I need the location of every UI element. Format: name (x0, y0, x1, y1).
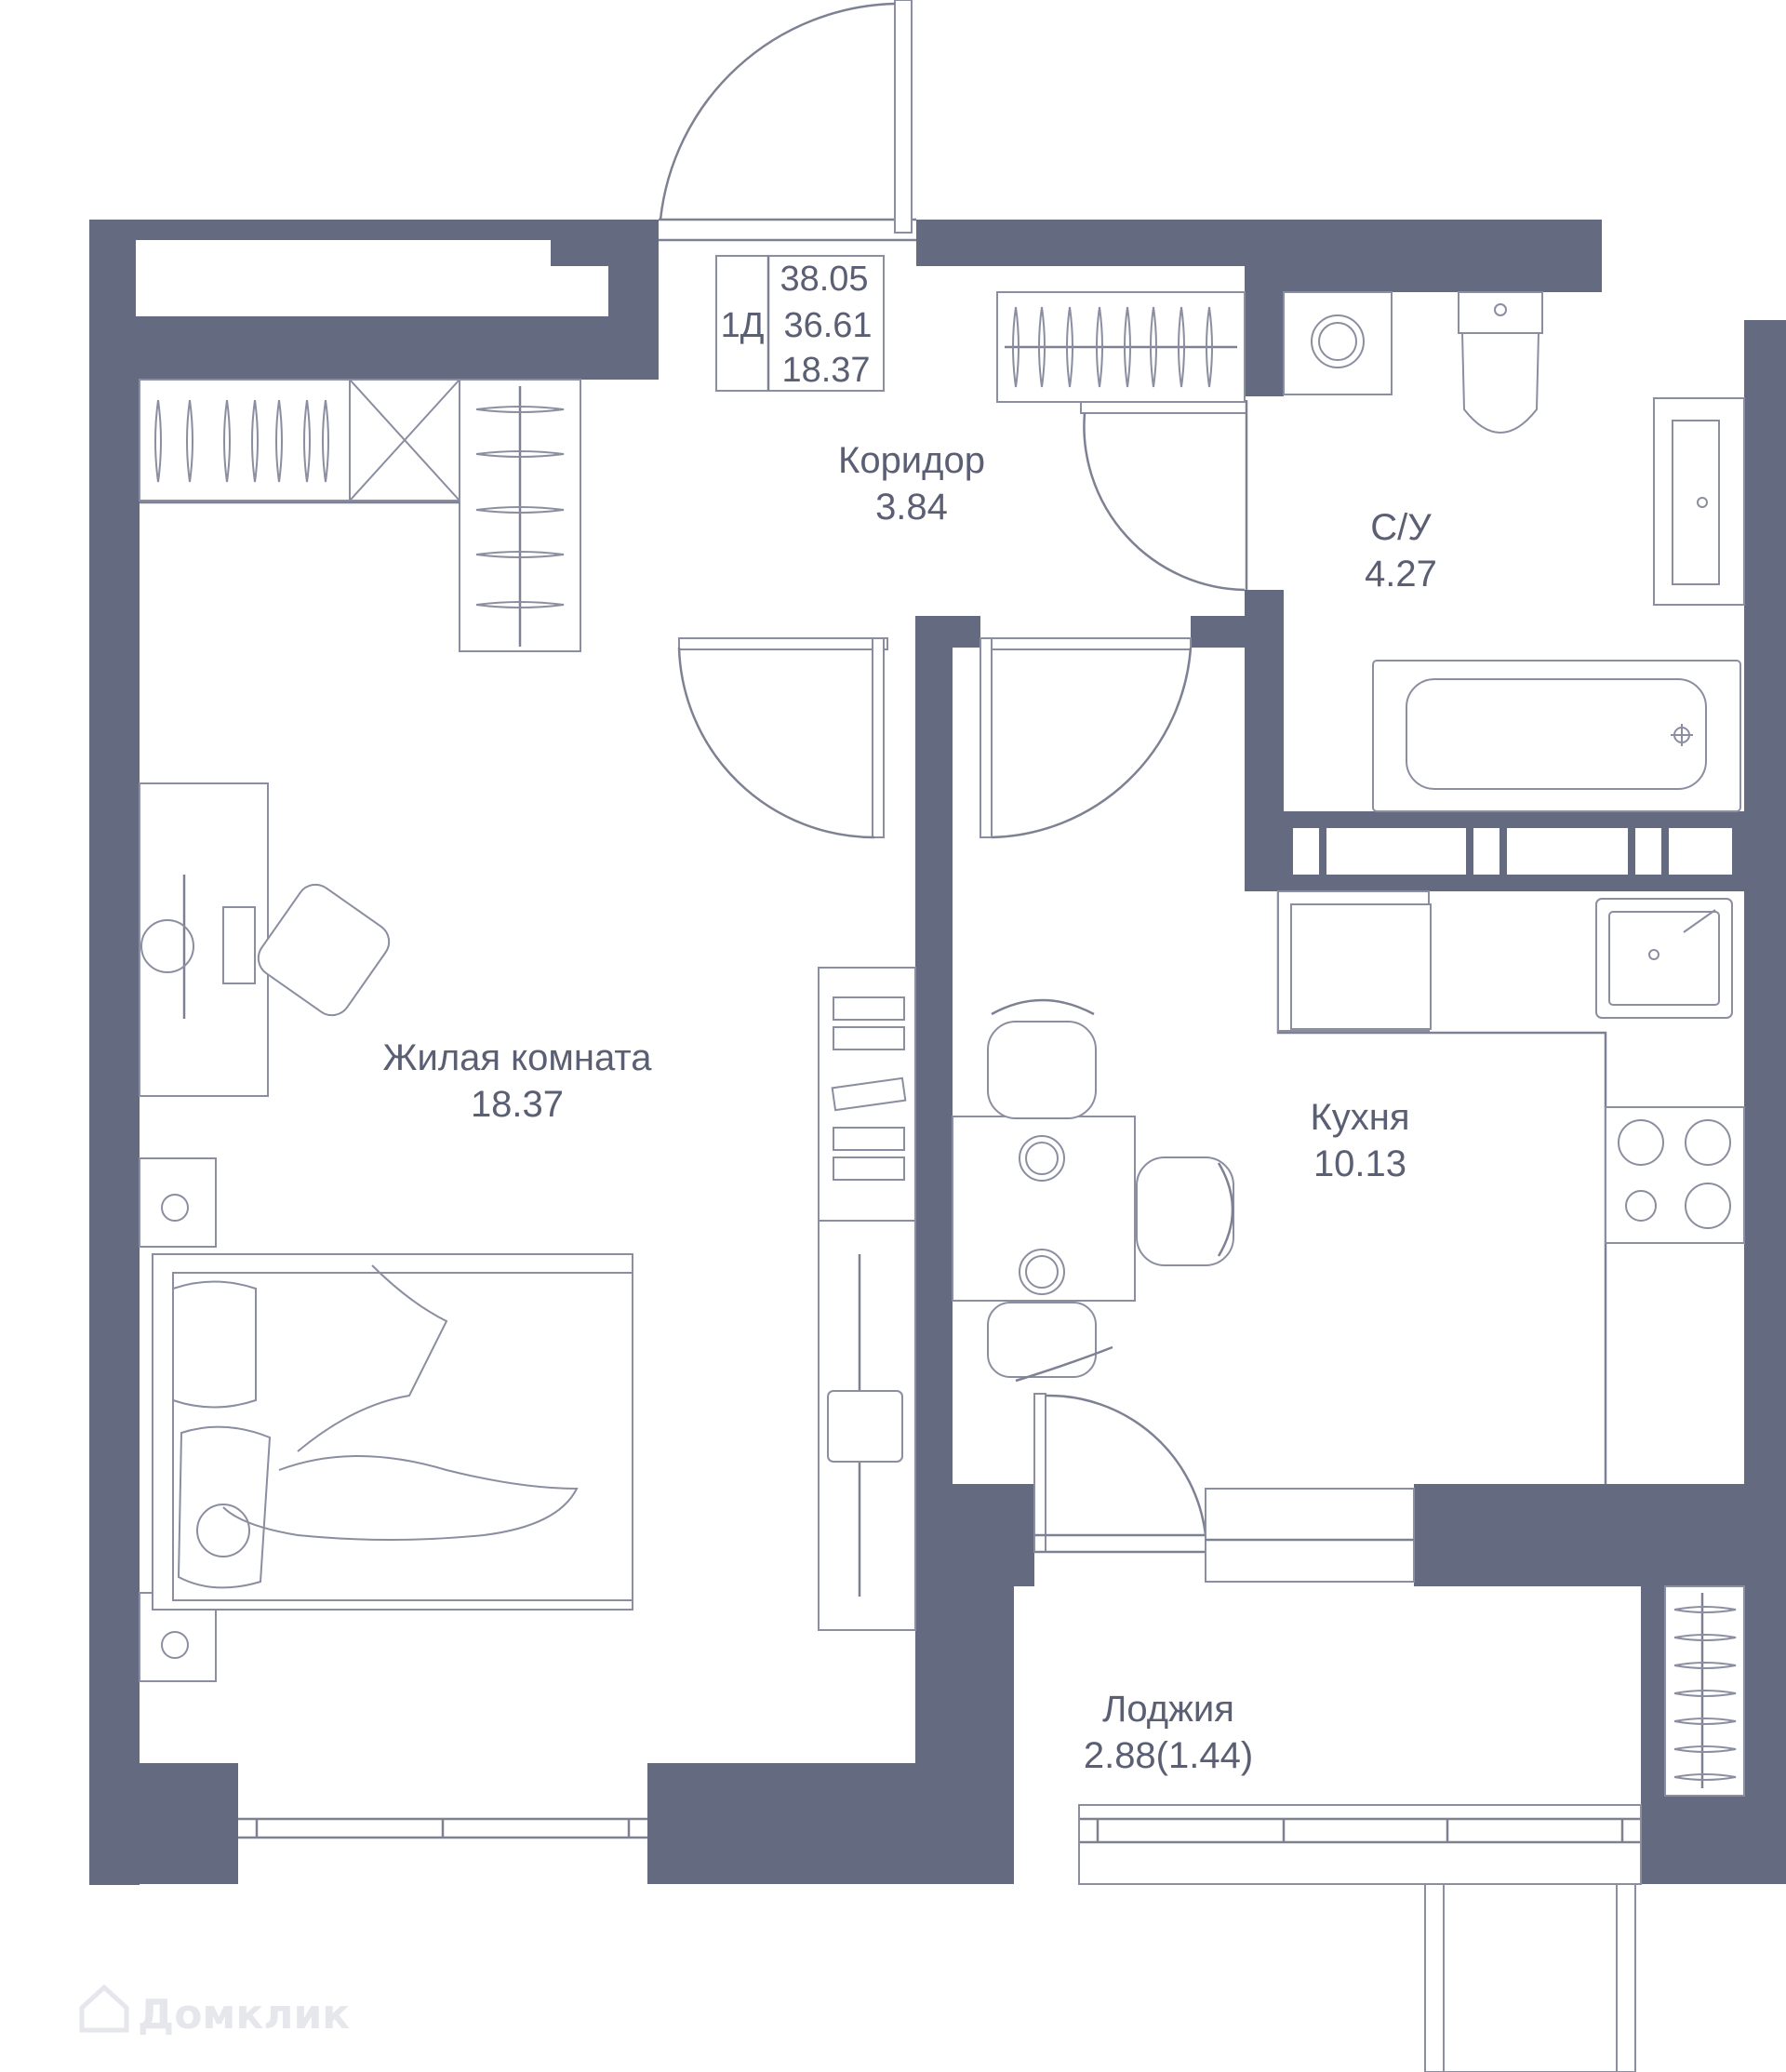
hanger-icon (1150, 306, 1157, 388)
doors (659, 0, 1415, 1583)
apartment-info-table: 1Д 38.05 36.61 18.37 (715, 255, 885, 392)
hanger-icon (154, 399, 162, 483)
hanger-icon (186, 399, 193, 483)
hangers (154, 306, 1737, 1781)
hanger-icon (1066, 306, 1073, 388)
hanger-icon (303, 399, 311, 483)
bathroom-area: 4.27 (1365, 554, 1437, 595)
hanger-icon (475, 551, 565, 558)
hanger-icon (1178, 306, 1185, 388)
room-labels: Коридор 3.84 С/У 4.27 Жилая комната 18.3… (383, 440, 1437, 1776)
house-icon (79, 1984, 129, 2033)
hanger-icon (1124, 306, 1131, 388)
loggia-name: Лоджия (1102, 1689, 1234, 1730)
kitchen-furniture (1276, 890, 1745, 1484)
hanger-icon (1673, 1745, 1737, 1753)
hanger-icon (1038, 306, 1046, 388)
kitchen-name: Кухня (1310, 1097, 1409, 1138)
bathroom-name: С/У (1370, 507, 1432, 548)
hanger-icon (475, 406, 565, 413)
living-wardrobe (139, 379, 581, 652)
apartment-type: 1Д (721, 306, 765, 345)
hanger-icon (1096, 306, 1103, 388)
shelving-unit (818, 967, 916, 1631)
window-living (238, 1763, 647, 1884)
hanger-icon (1012, 306, 1020, 388)
loggia-exit-frame (1424, 1883, 1636, 2072)
bed (139, 1157, 633, 1682)
corridor-area: 3.84 (875, 487, 948, 528)
hanger-icon (1673, 1773, 1737, 1781)
hanger-icon (1673, 1606, 1737, 1613)
vent-blocks (1293, 828, 1732, 875)
hanger-icon (223, 399, 231, 483)
hanger-icon (251, 399, 259, 483)
corridor-name: Коридор (838, 440, 985, 481)
kitchen-area: 10.13 (1313, 1143, 1406, 1184)
hanger-icon (1206, 306, 1213, 388)
window-loggia (1078, 1804, 1642, 1885)
living-room-area-cell: 18.37 (781, 351, 870, 390)
hanger-icon (275, 399, 283, 483)
bathroom-fixtures (1283, 291, 1745, 812)
desk (139, 782, 391, 1097)
watermark: Домклик (79, 1984, 350, 2039)
hanger-icon (475, 601, 565, 608)
dining-set (952, 998, 1234, 1383)
hanger-icon (1673, 1634, 1737, 1641)
hanger-icon (475, 506, 565, 514)
window-top (136, 240, 551, 316)
living-area-total: 36.61 (783, 306, 872, 345)
loggia-area: 2.88(1.44) (1084, 1735, 1253, 1776)
hanger-icon (1673, 1690, 1737, 1697)
living-room-area: 18.37 (471, 1084, 564, 1125)
hanger-icon (322, 399, 329, 483)
total-area: 38.05 (780, 260, 868, 299)
living-room-name: Жилая комната (383, 1037, 653, 1078)
hanger-icon (1673, 1718, 1737, 1725)
watermark-text: Домклик (138, 1991, 350, 2039)
hanger-icon (475, 450, 565, 458)
corridor-wardrobe (996, 291, 1246, 403)
hanger-icon (1673, 1662, 1737, 1669)
